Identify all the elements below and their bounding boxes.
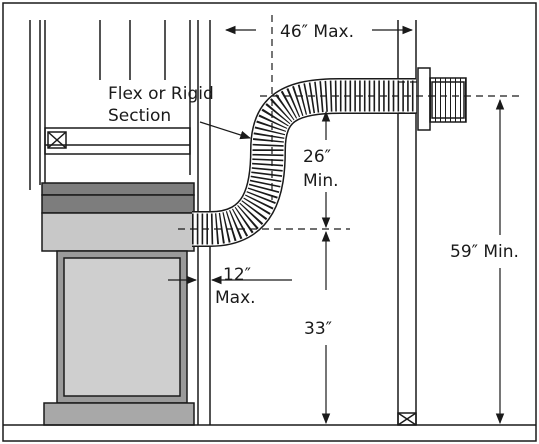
- height-33-label: 33″: [304, 319, 332, 339]
- offset-value-label: 12″: [223, 265, 251, 285]
- stove-appliance: [41, 182, 195, 426]
- upper-cabinet: [29, 20, 191, 190]
- offset-max-label: Max.: [215, 288, 256, 308]
- section-label-line1: Flex or Rigid: [108, 84, 214, 104]
- height-59-label: 59″ Min.: [450, 242, 519, 262]
- width-max-label: 46″ Max.: [280, 22, 354, 42]
- flex-pipe: [192, 78, 416, 247]
- centerlines: [178, 15, 520, 230]
- section-label-line2: Section: [108, 106, 171, 126]
- rise-min-label: Min.: [303, 171, 339, 191]
- rise-value-label: 26″: [303, 147, 331, 167]
- vent-cap: [417, 67, 467, 131]
- dimension-lines: [168, 25, 505, 425]
